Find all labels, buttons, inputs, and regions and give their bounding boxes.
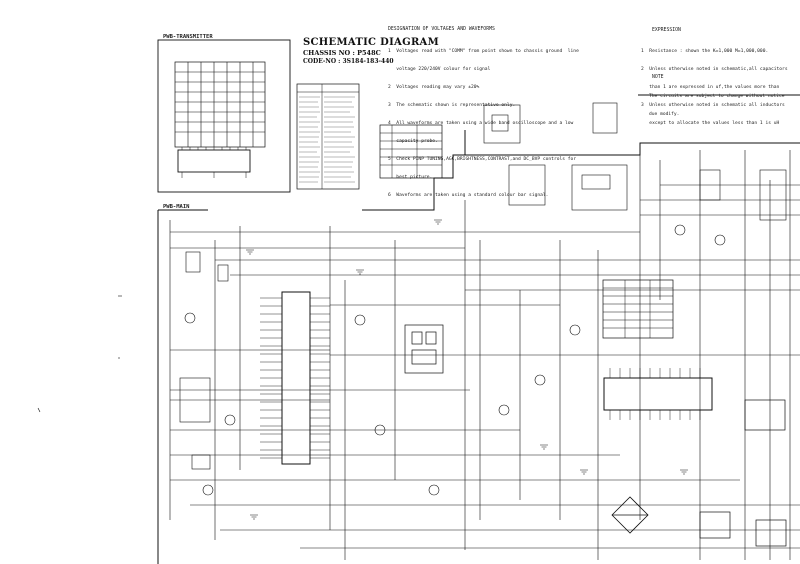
- voltage-table: [379, 124, 443, 179]
- transmitter-key-matrix: [174, 61, 266, 148]
- replacement-parts-table: [296, 83, 360, 190]
- microcontroller-ic: [281, 291, 311, 465]
- note-line: 3 The schematic shown is representative …: [388, 103, 516, 108]
- transmitter-ic-pins: [181, 147, 247, 178]
- notes-heading: DESIGNATION OF VOLTAGES AND WAVEFORMS: [388, 27, 495, 32]
- ground-symbols: [246, 219, 688, 520]
- note-line: capacity probe.: [388, 139, 438, 144]
- expression-line: 1 Resistance : shown the K=1,000 M=1,000…: [641, 49, 769, 54]
- jumper-table: [602, 279, 674, 339]
- top-right-components: [674, 169, 787, 246]
- power-section: [699, 399, 787, 547]
- jungle-ic: [603, 377, 713, 411]
- notes-list: 1 Voltages read with "COMM" from point s…: [388, 37, 579, 211]
- note-line: voltage 220/240V colour for signal: [388, 67, 491, 72]
- note-body: The circuits are subject to change witho…: [649, 82, 785, 130]
- note-line: 1 Voltages read with "COMM" from point s…: [388, 49, 579, 54]
- main-board-vertical-traces: [169, 143, 791, 560]
- note-heading: NOTE: [652, 75, 664, 80]
- left-component-cluster: [179, 251, 236, 496]
- main-board-outline: [157, 94, 800, 564]
- note-body-line: The circuits are subject to change witho…: [649, 94, 785, 99]
- note-body-line: due modify.: [649, 112, 680, 117]
- expression-line: 2 Unless otherwise noted in schematic,al…: [641, 67, 788, 72]
- if-module-block: [404, 324, 444, 374]
- note-line: 6 Waveforms are taken using a standard c…: [388, 193, 549, 198]
- chassis-number: CHASSIS NO : P548C: [303, 49, 381, 57]
- section-label-transmitter: PWB-TRANSMITTER: [163, 34, 213, 40]
- schematic-title: SCHEMATIC DIAGRAM: [303, 37, 439, 48]
- code-number: CODE-NO : 3S184-183-440: [303, 58, 394, 65]
- top-waveform-boxes: [483, 102, 628, 211]
- note-line: 5 Check PINP TUNING,AGC,BRIGHTNESS,CONTR…: [388, 157, 577, 162]
- expression-line: than 1 are expressed in uf,the values mo…: [641, 85, 780, 90]
- margin-marks: [37, 295, 122, 413]
- note-line: best picture.: [388, 175, 433, 180]
- transmitter-ic: [177, 149, 251, 173]
- note-line: 2 Voltages reading may vary ±20%: [388, 85, 480, 90]
- transistor-symbols: [354, 314, 581, 496]
- expression-list: 1 Resistance : shown the K=1,000 M=1,000…: [641, 37, 788, 139]
- note-line: 4 All waveforms are taken using a wide b…: [388, 121, 574, 126]
- microcontroller-pins: [260, 297, 330, 459]
- main-board-traces: [170, 184, 800, 549]
- jungle-ic-pins: [609, 368, 701, 420]
- expression-line: 3 Unless otherwise noted in schematic al…: [641, 103, 785, 108]
- expression-heading: EXPRESSION: [652, 28, 681, 33]
- section-label-main: PWB-MAIN: [163, 204, 190, 210]
- transmitter-board-frame: [157, 39, 291, 193]
- bridge-rectifier: [611, 496, 649, 534]
- parts-table-rows: [299, 96, 355, 183]
- expression-line: except to allocate the values less than …: [641, 121, 780, 126]
